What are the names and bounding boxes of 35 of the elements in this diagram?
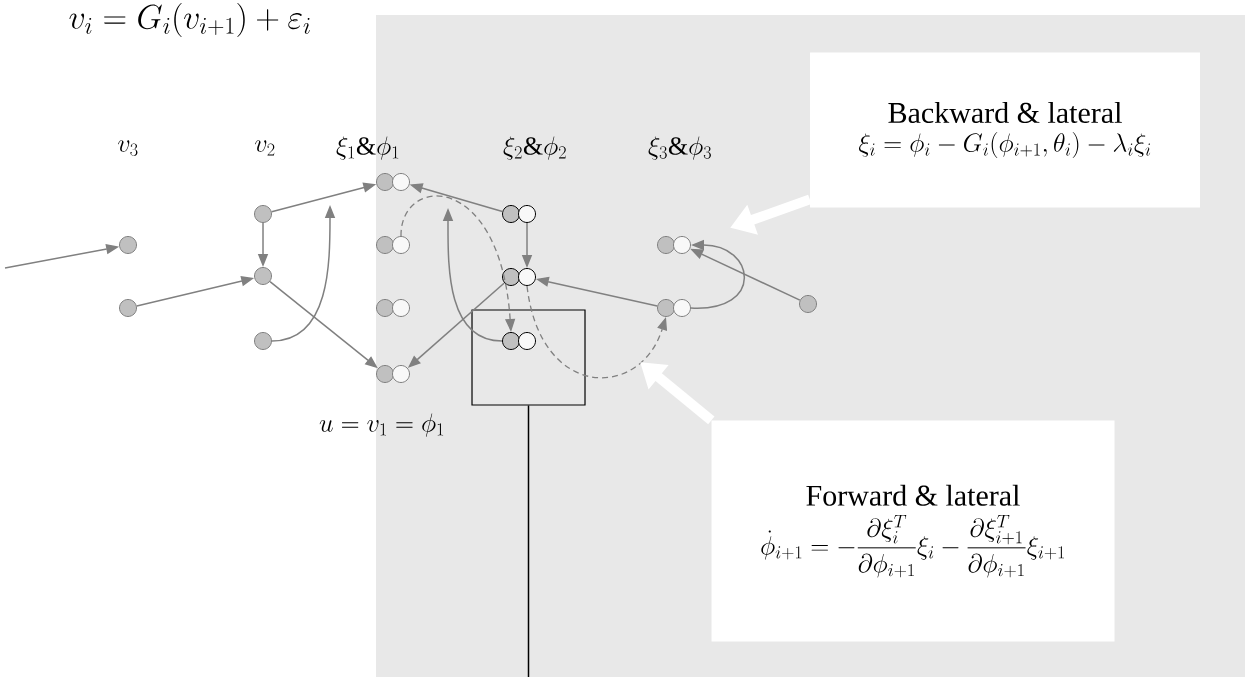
equation: $v_i = G_i(v_{i+1}) + \varepsilon_i$ (69, 3, 310, 37)
circle-node (799, 295, 817, 313)
frame-box (471, 309, 586, 406)
equation: $u = v_1 = \phi_1$ (319, 413, 444, 437)
circle-node (657, 299, 675, 317)
circle-node (254, 205, 272, 223)
column-label: $\xi_3 \& \phi_3$ (648, 136, 711, 160)
circle-node (376, 365, 394, 383)
circle-node (392, 299, 410, 317)
circle-node (376, 173, 394, 191)
circle-node (254, 267, 272, 285)
circle-node (392, 173, 410, 191)
circle-node (518, 205, 536, 223)
column-label: $v_3$ (118, 140, 138, 156)
circle-node (657, 236, 675, 254)
circle-node (518, 268, 536, 286)
callout-box: Forward & lateral $\dot{\phi}_{i+1} = -\frac{\partial \xi_i^T}{\partial \phi_{i+1}} \xi_i - \frac{\partial \xi_{i+1}^T}{\partial \phi_{i+1}} \xi_{i+1}$ (711, 420, 1115, 642)
circle-node (502, 332, 520, 350)
circle-node (392, 236, 410, 254)
column-label: $v_2$ (255, 140, 275, 156)
column-label: $\xi_2 \& \phi_2$ (503, 136, 566, 160)
circle-node (392, 365, 410, 383)
circle-node (254, 332, 272, 350)
connector-line (527, 404, 530, 677)
circle-node (502, 268, 520, 286)
circle-node (376, 236, 394, 254)
circle-node (673, 299, 691, 317)
circle-node (376, 299, 394, 317)
column-label: $\xi_1 \& \phi_1$ (336, 136, 399, 160)
circle-node (119, 236, 137, 254)
callout-box: Backward & lateral $\xi_i = \phi_i - G_i(\phi_{i+1},\theta_i) - \lambda_i \xi_i$ (810, 52, 1200, 208)
circle-node (518, 332, 536, 350)
circle-node (502, 205, 520, 223)
circle-node (119, 299, 137, 317)
circle-node (673, 236, 691, 254)
